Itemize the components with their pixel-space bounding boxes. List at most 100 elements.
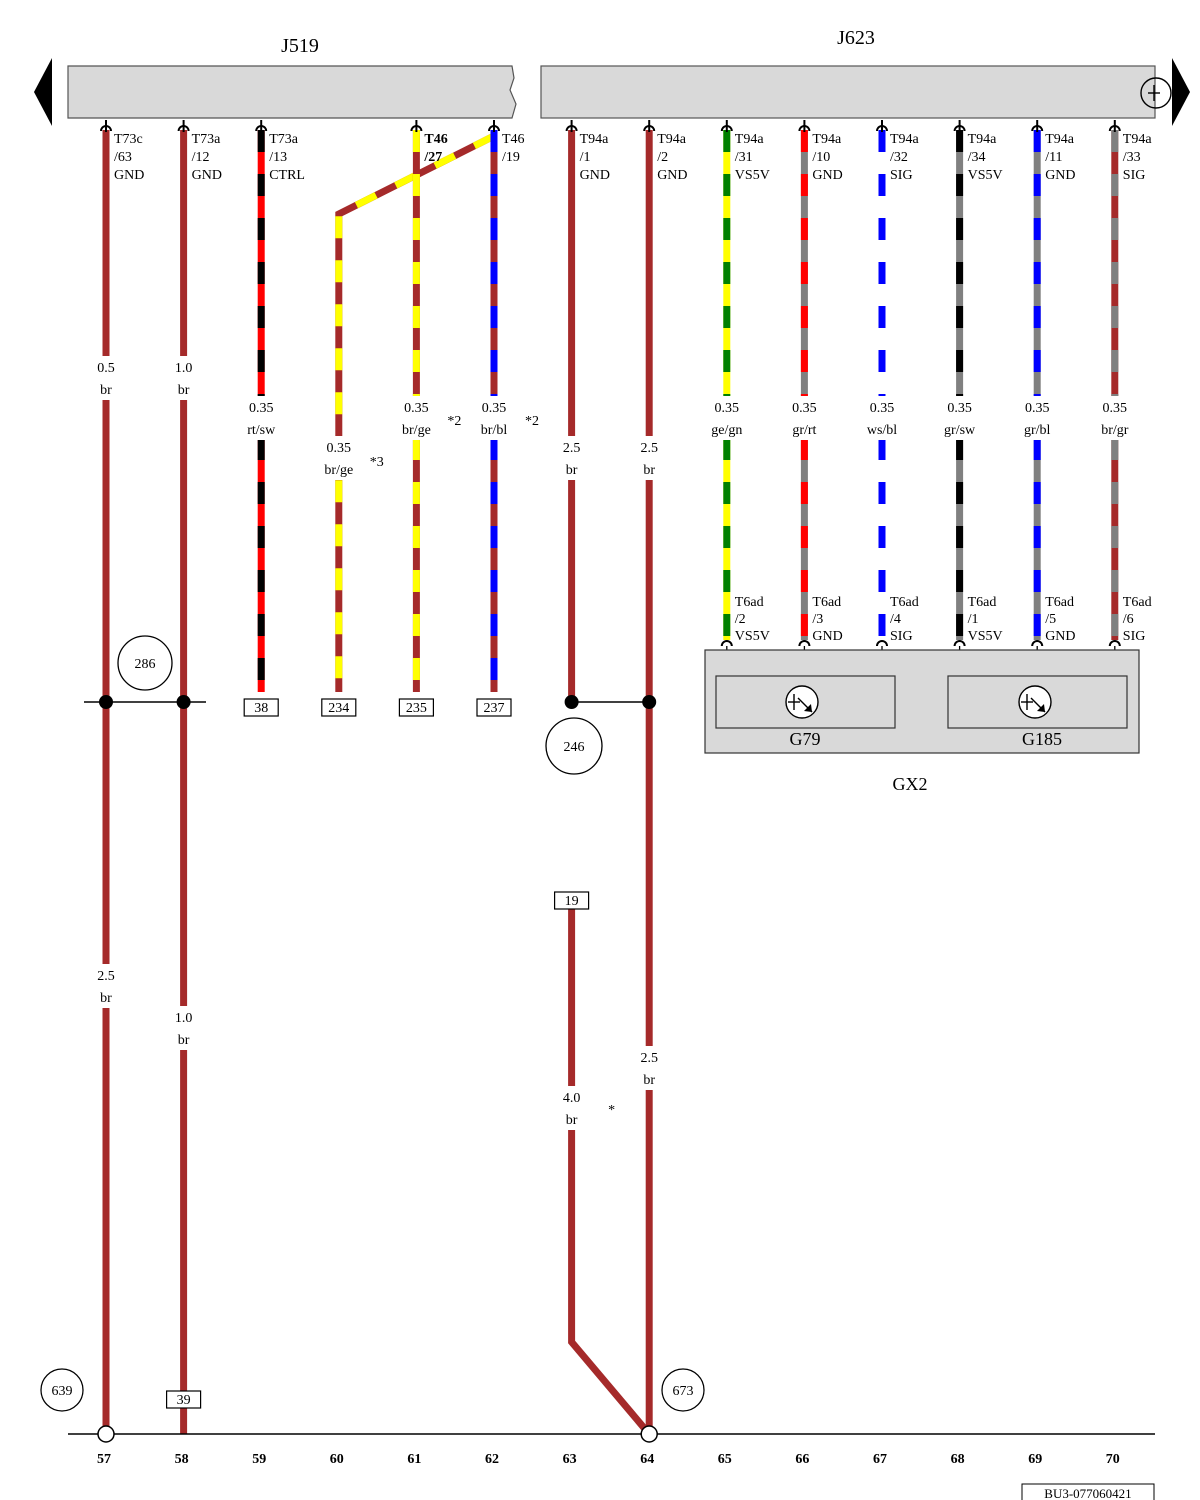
pin-label: GND <box>580 168 610 183</box>
wire-color-code: br/bl <box>481 423 508 438</box>
pin-label: /19 <box>502 150 520 165</box>
arrow-right-icon[interactable] <box>1172 58 1190 126</box>
pin-label: /32 <box>890 150 908 165</box>
page-ref-box <box>1021 1483 1155 1500</box>
pin-label: VS5V <box>735 168 770 183</box>
sensor-pin-label: GND <box>1045 629 1075 644</box>
sensor-pin-label: /5 <box>1045 612 1056 627</box>
connector-ref-box <box>476 698 512 717</box>
ground-symbol-icon <box>1140 77 1172 109</box>
gauge-label-bg <box>1094 396 1135 440</box>
pin-label: /27 <box>423 150 442 165</box>
connector-ref-19: 19 <box>565 894 579 909</box>
pin-label: CTRL <box>269 168 305 183</box>
pin-label: T94a <box>1045 132 1075 147</box>
column-number: 61 <box>407 1452 421 1467</box>
connector-ref: 38 <box>254 701 268 716</box>
pin-label: T73a <box>269 132 299 147</box>
junction-673: 673 <box>673 1384 694 1399</box>
control-unit-j519: J519 <box>67 35 517 119</box>
wire-gauge: 0.35 <box>327 441 352 456</box>
sensor-module-gx2: G79 G185 GX2 <box>704 649 1140 794</box>
pin-label: GND <box>812 168 842 183</box>
pin-label: T46 <box>424 132 447 147</box>
wire-gauge: 2.5 <box>563 441 581 456</box>
gauge-label-bg <box>784 396 825 440</box>
wire-gauge: 0.35 <box>1103 401 1128 416</box>
column-number: 68 <box>951 1452 965 1467</box>
connector-ref: 234 <box>328 701 349 716</box>
sensor-pin-label: T6ad <box>890 595 919 610</box>
connector-ref-box <box>321 698 357 717</box>
pin-label: T73c <box>114 132 143 147</box>
gauge-label-bg <box>474 396 514 440</box>
sensor-pin-label: /6 <box>1123 612 1134 627</box>
wire-gauge: 0.35 <box>1025 401 1050 416</box>
wire-color-code: br <box>566 463 578 478</box>
sensor-pin-label: /4 <box>890 612 901 627</box>
gauge-label-bg <box>86 964 126 1008</box>
pin-label: /1 <box>580 150 591 165</box>
pin-connector-icon <box>798 640 811 647</box>
connector-ref-19-box <box>553 891 590 910</box>
control-unit-j623: J623 <box>540 27 1172 119</box>
pin-label: /63 <box>114 150 132 165</box>
pin-label: GND <box>114 168 144 183</box>
wire-color-code: gr/rt <box>792 423 816 438</box>
gauge-label-bg <box>318 436 359 480</box>
pin-label: SIG <box>890 168 913 183</box>
wire-60-stripe <box>335 132 496 692</box>
pin-label: /34 <box>968 150 986 165</box>
column-number: 57 <box>97 1452 111 1467</box>
sensor-g79-label: G79 <box>790 729 821 749</box>
wire-gauge: 0.35 <box>792 401 817 416</box>
junction-639-circle <box>40 1368 84 1412</box>
wire-color-code: ge/gn <box>711 423 742 438</box>
pin-label: T94a <box>1123 132 1153 147</box>
column-number: 62 <box>485 1452 499 1467</box>
pin-label: T94a <box>968 132 998 147</box>
gauge-label-bg <box>396 396 437 440</box>
pin-label: /11 <box>1045 150 1062 165</box>
j519-housing <box>67 65 517 119</box>
column-number: 64 <box>640 1452 654 1467</box>
sensor-pin-label: T6ad <box>812 595 841 610</box>
wires-layer: T73c/63GND0.5br2.5br57T73a/12GND1.0br1.0… <box>40 120 1155 1467</box>
pin-label: GND <box>1045 168 1075 183</box>
wire-gauge-lower: 4.0 <box>563 1091 581 1106</box>
sensor-pin-label: VS5V <box>968 629 1003 644</box>
gauge-label-bg <box>163 356 204 400</box>
pin-label: T94a <box>890 132 920 147</box>
wire-note: *2 <box>525 414 539 429</box>
wire-color-code: br <box>178 383 190 398</box>
j519-title: J519 <box>281 35 319 57</box>
wire-gauge: 0.5 <box>97 361 115 376</box>
pin-connector-icon <box>1108 640 1121 647</box>
ground-point-icon <box>97 1425 115 1443</box>
junction-246: 246 <box>564 740 585 755</box>
wire-gauge: 0.35 <box>482 401 507 416</box>
column-number: 60 <box>330 1452 344 1467</box>
pin-label: /10 <box>812 150 830 165</box>
wire-color-code: br/ge <box>324 463 353 478</box>
wire-color-code-lower: br <box>178 1033 190 1048</box>
wire-gauge: 0.35 <box>870 401 895 416</box>
column-number: 65 <box>718 1452 732 1467</box>
arrow-left-icon[interactable] <box>34 58 52 126</box>
pin-label: T94a <box>580 132 610 147</box>
wire-color-code-lower: br <box>643 1073 655 1088</box>
gauge-label-bg <box>163 1006 204 1050</box>
pin-connector-icon <box>876 640 888 647</box>
connector-ref-39: 39 <box>177 1393 191 1408</box>
pin-label: /2 <box>657 150 668 165</box>
pin-connector-icon <box>1031 640 1044 647</box>
column-number: 63 <box>563 1452 577 1467</box>
sensor-module-label: GX2 <box>893 774 928 794</box>
wire-gauge: 2.5 <box>640 441 658 456</box>
wire-63-lower <box>568 908 652 1437</box>
splice-dot <box>642 695 657 709</box>
column-number: 58 <box>175 1452 189 1467</box>
connector-ref-39-box <box>166 1390 202 1409</box>
sensor-g185-label: G185 <box>1022 729 1062 749</box>
